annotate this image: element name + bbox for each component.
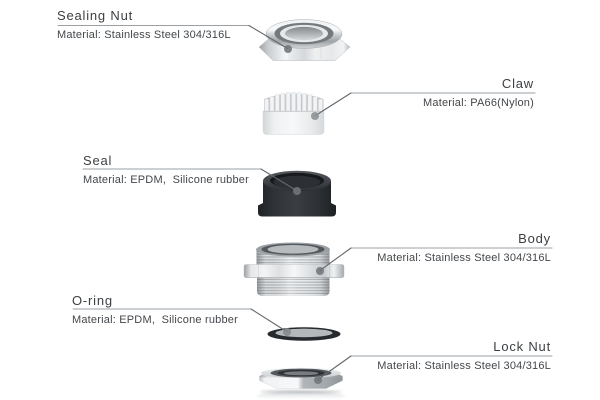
body-anchor-dot <box>316 267 324 275</box>
lock-nut-part <box>257 367 345 400</box>
lock-nut-anchor-dot <box>314 376 322 384</box>
claw-anchor-dot <box>311 112 319 120</box>
part-name-body: Body <box>518 231 551 246</box>
sealing-nut-leader-line <box>248 24 289 50</box>
o-ring-part <box>267 327 341 341</box>
label-sealing-nut: Sealing Nut Material: Stainless Steel 30… <box>57 8 231 42</box>
part-material-sealing-nut: Material: Stainless Steel 304/316L <box>57 29 231 41</box>
lock-nut-reflection <box>257 389 345 400</box>
label-o-ring: O-ring Material: EPDM, Silicone rubber <box>72 293 238 327</box>
label-claw: Claw Material: PA66(Nylon) <box>423 76 534 110</box>
sealing-nut-anchor-dot <box>284 45 292 53</box>
o-ring-anchor-dot <box>283 328 291 336</box>
part-material-seal: Material: EPDM, Silicone rubber <box>83 174 249 186</box>
label-lock-nut: Lock Nut Material: Stainless Steel 304/3… <box>377 339 551 373</box>
part-material-claw: Material: PA66(Nylon) <box>423 97 534 109</box>
claw-part <box>262 91 325 135</box>
part-name-o-ring: O-ring <box>72 293 113 308</box>
part-material-body: Material: Stainless Steel 304/316L <box>377 252 551 264</box>
sealing-nut-part <box>258 19 351 61</box>
seal-part <box>258 170 336 217</box>
leader-lines <box>57 24 553 384</box>
seal-leader-line <box>260 168 298 192</box>
part-name-sealing-nut: Sealing Nut <box>57 8 134 23</box>
part-name-seal: Seal <box>83 153 113 168</box>
body-part <box>243 242 345 296</box>
part-material-lock-nut: Material: Stainless Steel 304/316L <box>377 360 551 372</box>
label-body: Body Material: Stainless Steel 304/316L <box>377 231 551 265</box>
body-leader-line <box>319 247 352 272</box>
o-ring-leader-line <box>250 308 288 333</box>
claw-leader-line <box>314 92 352 117</box>
part-name-lock-nut: Lock Nut <box>493 339 551 354</box>
label-seal: Seal Material: EPDM, Silicone rubber <box>83 153 249 187</box>
lock-nut-leader-line <box>317 355 352 381</box>
seal-anchor-dot <box>293 187 301 195</box>
part-name-claw: Claw <box>501 76 534 91</box>
part-material-o-ring: Material: EPDM, Silicone rubber <box>72 314 238 326</box>
